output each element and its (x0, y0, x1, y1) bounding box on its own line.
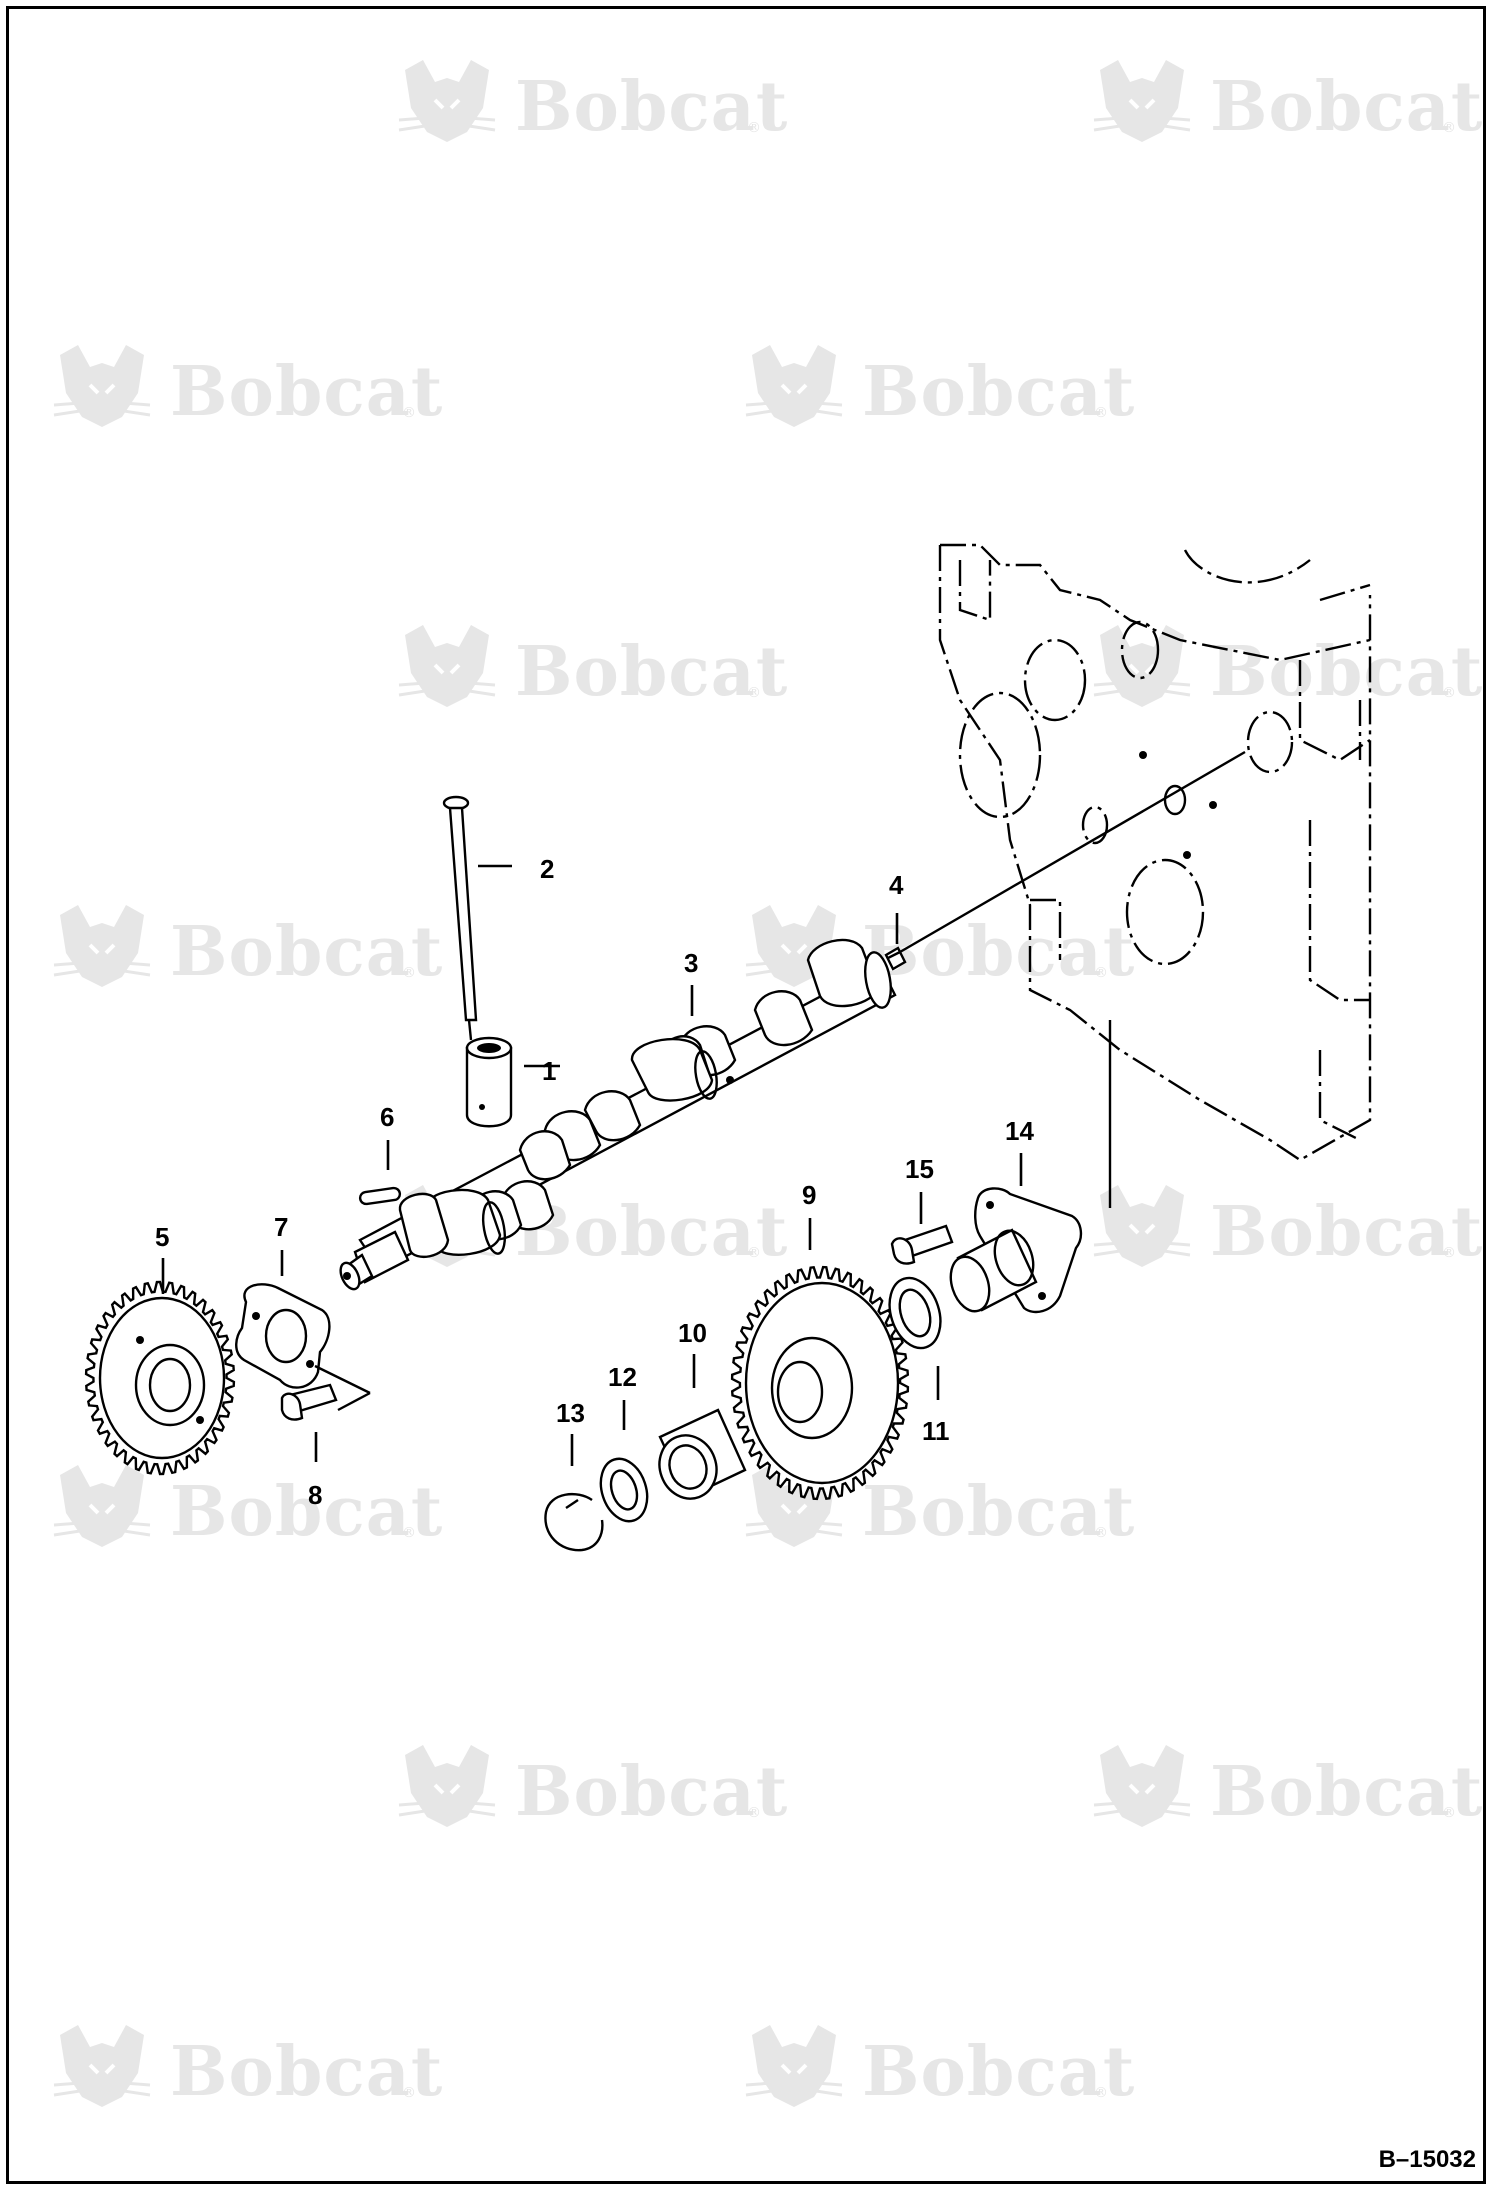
watermark-registered-mark: ® (402, 2085, 416, 2101)
watermark-brand: Bobcat (1210, 1752, 1483, 1832)
watermark-brand: Bobcat (862, 352, 1135, 432)
bolt-8 (280, 1383, 338, 1421)
watermark-registered-mark: ® (1094, 405, 1108, 421)
watermark-brand: Bobcat (862, 2032, 1135, 2112)
plug (884, 946, 907, 971)
bobcat-watermark: Bobcat® (1092, 58, 1483, 147)
engine-block-outline (938, 543, 1372, 1162)
callout-10: 10 (678, 1318, 707, 1348)
push-rod (442, 795, 478, 1041)
bobcat-logo-icon (744, 2023, 844, 2109)
watermark-layer: Bobcat®Bobcat®Bobcat®Bobcat®Bobcat®Bobca… (52, 58, 1483, 2112)
watermark-registered-mark: ® (747, 120, 761, 136)
callout-5: 5 (155, 1222, 169, 1252)
bobcat-watermark: Bobcat® (1092, 1183, 1483, 1272)
watermark-registered-mark: ® (1442, 120, 1456, 136)
diagram-frame (6, 6, 1486, 2184)
watermark-brand: Bobcat (515, 1192, 788, 1272)
callout-9: 9 (802, 1180, 816, 1210)
callout-7: 7 (274, 1212, 288, 1242)
callout-4: 4 (889, 870, 904, 900)
idler-gear (730, 1265, 910, 1501)
callout-1: 1 (542, 1056, 556, 1086)
camshaft (339, 938, 897, 1291)
watermark-registered-mark: ® (1442, 1805, 1456, 1821)
watermark-brand: Bobcat (515, 1752, 788, 1832)
watermark-registered-mark: ® (1094, 965, 1108, 981)
snap-ring (544, 1493, 604, 1552)
watermark-brand: Bobcat (170, 2032, 443, 2112)
bobcat-logo-icon (397, 623, 497, 709)
thrust-washer-11 (888, 1276, 942, 1350)
callout-12: 12 (608, 1362, 637, 1392)
watermark-registered-mark: ® (747, 685, 761, 701)
callout-8: 8 (308, 1480, 322, 1510)
bobcat-watermark: Bobcat® (52, 903, 443, 992)
bobcat-watermark: Bobcat® (744, 1463, 1135, 1552)
callout-13: 13 (556, 1398, 585, 1428)
cam-gear (84, 1280, 236, 1476)
bushing (658, 1408, 747, 1500)
bobcat-logo-icon (744, 343, 844, 429)
watermark-brand: Bobcat (170, 1472, 443, 1552)
bobcat-logo-icon (397, 58, 497, 144)
bobcat-logo-icon (1092, 58, 1192, 144)
watermark-brand: Bobcat (1210, 1192, 1483, 1272)
callout-14: 14 (1005, 1116, 1034, 1146)
callout-leaders (161, 864, 1023, 1466)
thrust-plate (235, 1283, 371, 1412)
thrust-washer-12 (599, 1457, 649, 1523)
watermark-registered-mark: ® (402, 405, 416, 421)
bobcat-logo-icon (397, 1743, 497, 1829)
bobcat-logo-icon (52, 2023, 152, 2109)
bobcat-logo-icon (1092, 1183, 1192, 1269)
bobcat-watermark: Bobcat® (744, 903, 1135, 992)
tappet (465, 1036, 513, 1128)
bobcat-watermark: Bobcat® (52, 2023, 443, 2112)
watermark-registered-mark: ® (1442, 685, 1456, 701)
watermark-registered-mark: ® (1094, 2085, 1108, 2101)
watermark-brand: Bobcat (1210, 67, 1483, 147)
bobcat-logo-icon (52, 343, 152, 429)
watermark-brand: Bobcat (170, 352, 443, 432)
bobcat-watermark: Bobcat® (52, 1463, 443, 1552)
bobcat-logo-icon (1092, 1743, 1192, 1829)
callout-6: 6 (380, 1102, 394, 1132)
bobcat-watermark: Bobcat® (397, 1183, 788, 1272)
watermark-brand: Bobcat (170, 912, 443, 992)
bobcat-watermark: Bobcat® (744, 343, 1135, 432)
bobcat-watermark: Bobcat® (397, 58, 788, 147)
watermark-registered-mark: ® (747, 1245, 761, 1261)
key (358, 1186, 402, 1206)
bobcat-logo-icon (52, 903, 152, 989)
bobcat-watermark: Bobcat® (397, 623, 788, 712)
watermark-brand: Bobcat (515, 632, 788, 712)
bobcat-watermark: Bobcat® (52, 343, 443, 432)
watermark-registered-mark: ® (1094, 1525, 1108, 1541)
drawing-reference-number: B–15032 (1378, 2146, 1476, 2173)
callout-2: 2 (540, 854, 554, 884)
bobcat-watermark: Bobcat® (397, 1743, 788, 1832)
callout-15: 15 (905, 1154, 934, 1184)
watermark-registered-mark: ® (1442, 1245, 1456, 1261)
watermark-brand: Bobcat (515, 67, 788, 147)
callout-labels: 1 2 3 4 5 6 7 8 9 10 11 12 13 14 15 (155, 854, 1034, 1510)
idler-shaft (949, 1187, 1083, 1314)
watermark-brand: Bobcat (862, 912, 1135, 992)
callout-3: 3 (684, 948, 698, 978)
callout-11: 11 (922, 1416, 950, 1446)
watermark-registered-mark: ® (402, 965, 416, 981)
bobcat-watermark: Bobcat® (1092, 1743, 1483, 1832)
watermark-registered-mark: ® (747, 1805, 761, 1821)
bolt-15 (890, 1224, 954, 1265)
bobcat-logo-icon (52, 1463, 152, 1549)
watermark-registered-mark: ® (402, 1525, 416, 1541)
bobcat-watermark: Bobcat® (744, 2023, 1135, 2112)
watermark-brand: Bobcat (862, 1472, 1135, 1552)
